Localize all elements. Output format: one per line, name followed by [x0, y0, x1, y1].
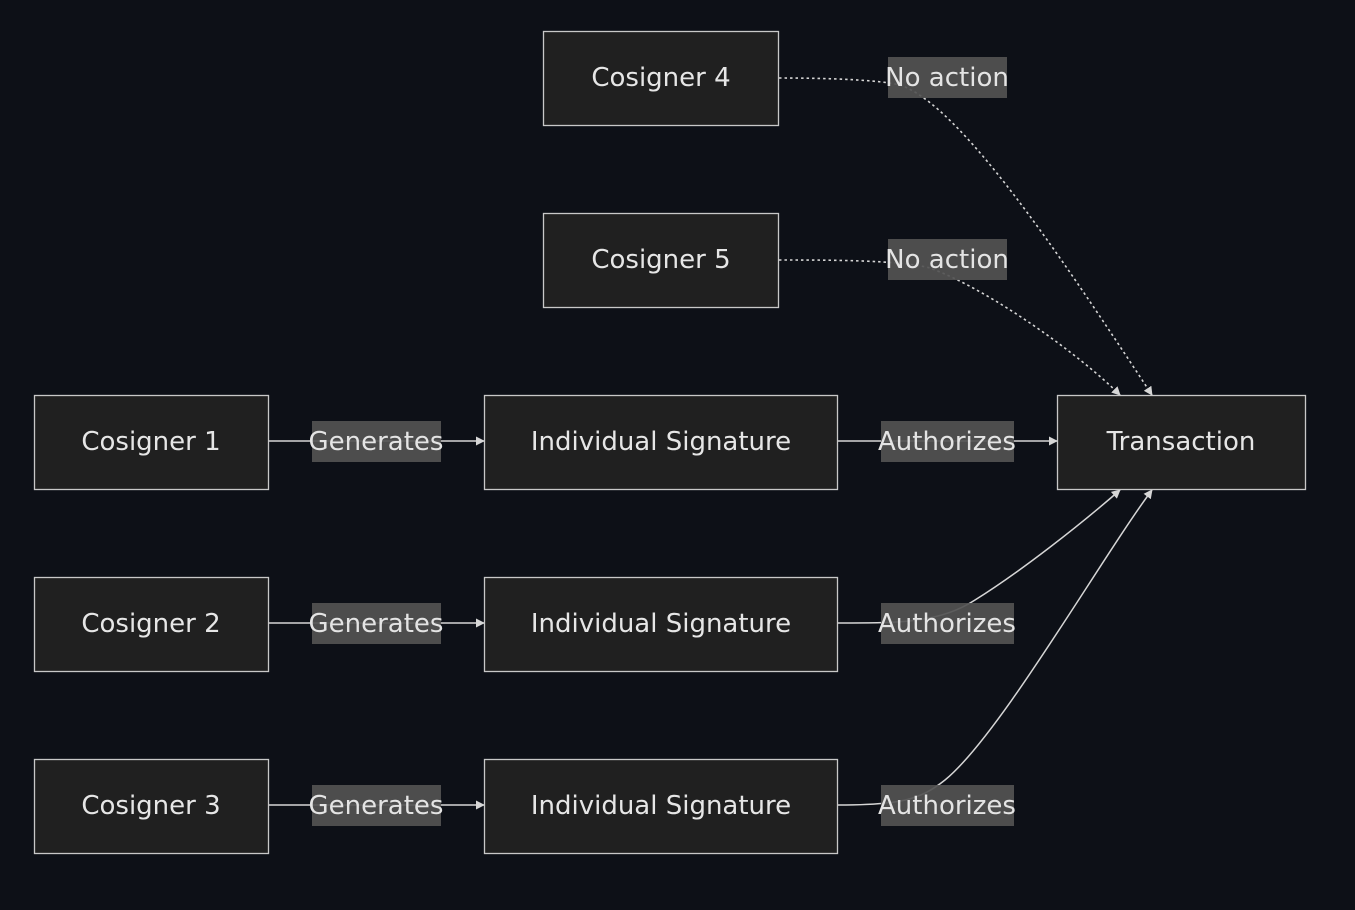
svg-text:Transaction: Transaction	[1106, 427, 1256, 457]
edge-label-authorizes-2: Authorizes	[878, 603, 1016, 644]
node-cosigner-1: Cosigner 1	[33, 394, 270, 491]
node-individual-signature-2: Individual Signature	[483, 576, 839, 673]
svg-text:Generates: Generates	[309, 791, 444, 821]
svg-text:No action: No action	[885, 245, 1009, 275]
edge-signature3-transaction	[837, 489, 1153, 806]
svg-text:Cosigner 3: Cosigner 3	[81, 791, 220, 821]
svg-text:No action: No action	[885, 63, 1009, 93]
edge-label-generates-1: Generates	[309, 421, 444, 462]
edge-label-authorizes-3: Authorizes	[878, 785, 1016, 826]
edge-cosigner5-transaction	[778, 259, 1121, 396]
svg-text:Authorizes: Authorizes	[878, 791, 1016, 821]
svg-text:Individual Signature: Individual Signature	[531, 791, 791, 821]
node-individual-signature-1: Individual Signature	[483, 394, 839, 491]
edge-label-generates-2: Generates	[309, 603, 444, 644]
edge-cosigner4-transaction	[778, 77, 1153, 396]
svg-text:Individual Signature: Individual Signature	[531, 609, 791, 639]
node-cosigner-3: Cosigner 3	[33, 758, 270, 855]
node-individual-signature-3: Individual Signature	[483, 758, 839, 855]
svg-text:Individual Signature: Individual Signature	[531, 427, 791, 457]
svg-text:Generates: Generates	[309, 609, 444, 639]
svg-text:Authorizes: Authorizes	[878, 427, 1016, 457]
node-cosigner-5: Cosigner 5	[542, 212, 780, 309]
edge-label-no-action-4: No action	[885, 57, 1009, 98]
edge-label-no-action-5: No action	[885, 239, 1009, 280]
node-cosigner-4: Cosigner 4	[542, 30, 780, 127]
svg-text:Cosigner 4: Cosigner 4	[591, 63, 730, 93]
edge-label-generates-3: Generates	[309, 785, 444, 826]
svg-text:Cosigner 1: Cosigner 1	[81, 427, 220, 457]
edge-label-authorizes-1: Authorizes	[878, 421, 1016, 462]
svg-text:Cosigner 2: Cosigner 2	[81, 609, 220, 639]
svg-text:Generates: Generates	[309, 427, 444, 457]
svg-text:Authorizes: Authorizes	[878, 609, 1016, 639]
node-cosigner-2: Cosigner 2	[33, 576, 270, 673]
node-transaction: Transaction	[1056, 394, 1307, 491]
svg-text:Cosigner 5: Cosigner 5	[591, 245, 730, 275]
